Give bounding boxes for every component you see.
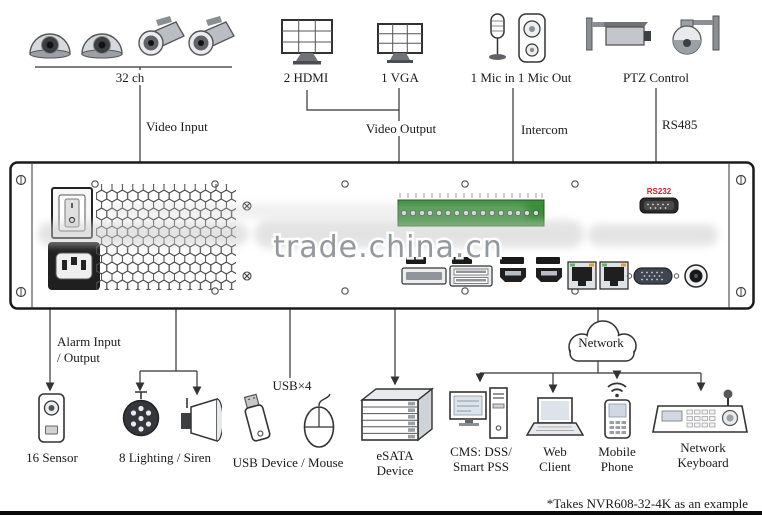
vga-port [626,267,680,285]
watermark: trade.china.cn [38,204,718,268]
usb-device-label: USB Device / Mouse [232,455,344,470]
sensor-label: 16 Sensor [26,450,78,465]
alarm-io-label-line2: / Output [57,350,100,365]
io-port-tags [406,257,560,264]
video-output-label: Video Output [357,121,445,136]
audio-port [684,264,708,288]
alarm-io-label-line1: Alarm Input [57,334,121,349]
rs485-label: RS485 [662,117,698,132]
speaker-icon [518,13,546,63]
esata-device-icon [359,387,435,442]
mobile-phone-label-line1: Mobile [598,444,636,459]
bottom-rule [0,511,762,515]
box-camera-icon [586,17,651,51]
hdmi-ports [500,268,562,282]
rs232-port: RS232 [639,187,679,214]
cms-workstation-icon [449,387,508,439]
panel-ear-dividers [31,164,730,308]
footnote: *Takes NVR608-32-4K as an example [546,496,748,511]
usb-ports [401,265,493,287]
power-inlet [48,242,100,290]
ptz-dome-camera-icon [672,15,720,55]
nvr-rear-panel: RS232 [9,161,755,310]
lighting-icon [122,391,160,437]
bullet-camera-icon [138,16,185,56]
network-cloud-icon [568,320,637,362]
microphone-icon [489,13,506,60]
intercom-label: Intercom [521,122,568,137]
hdmi-monitor-icon [281,19,333,65]
web-client-label-line2: Client [539,459,571,474]
web-client-label-line1: Web [543,444,567,459]
camera-group-icon [29,16,235,59]
dome-camera-icon [81,33,123,59]
intercom-devices-icon [489,13,546,63]
hdmi-count-label: 2 HDMI [283,70,329,85]
usb-stick-icon [243,393,271,442]
lighting-siren-label: 8 Lighting / Siren [118,450,212,465]
cms-label-line1: CMS: DSS/ [450,444,512,459]
network-keyboard-label-line2: Keyboard [677,455,729,470]
video-input-label: Video Input [146,119,208,134]
bullet-camera-icon [188,16,235,56]
rs232-port-label: RS232 [647,187,672,196]
usb4-label: USB×4 [262,378,322,393]
ptz-camera-group-icon [586,15,720,55]
network-keyboard-icon [652,389,748,433]
dome-camera-icon [29,33,71,59]
mobile-phone-icon [604,382,631,439]
mouse-icon [303,393,335,448]
wifi-icon [607,382,627,398]
network-keyboard-label-line1: Network [680,440,726,455]
vga-monitor-icon [377,23,423,63]
mobile-phone-label-line2: Phone [600,459,634,474]
watermark-text: trade.china.cn [273,230,503,265]
cms-label-line2: Smart PSS [453,459,509,474]
ptz-control-label: PTZ Control [622,70,690,85]
laptop-icon [526,397,584,436]
ethernet-ports [567,261,629,290]
siren-icon [181,397,222,443]
network-label: Network [578,335,624,350]
sensor-icon [38,393,65,443]
mic-in-out-label: 1 Mic in 1 Mic Out [470,70,572,85]
vga-count-label: 1 VGA [381,70,419,85]
esata-label-line2: Device [376,463,414,478]
panel-ear-screws [15,174,747,298]
esata-label-line1: eSATA [376,448,414,463]
camera-channels-label: 32 ch [100,70,160,85]
